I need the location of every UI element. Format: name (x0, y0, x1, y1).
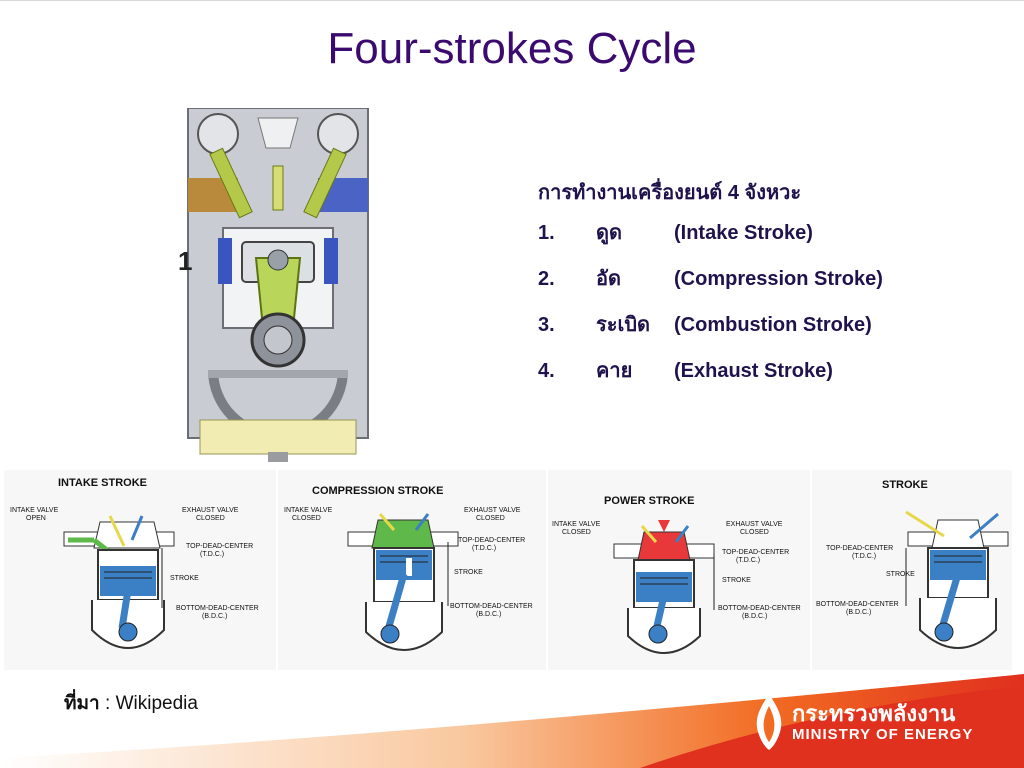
ministry-english-name: MINISTRY OF ENERGY (792, 726, 974, 743)
item-number: 1. (538, 222, 555, 244)
engine-step-number: 1 (178, 246, 193, 276)
stroke-label: STROKE (170, 575, 199, 582)
ministry-thai-name: กระทรวงพลังงาน (792, 701, 956, 726)
tdc-label: TOP-DEAD-CENTER (186, 543, 253, 550)
item-english: (Exhaust Stroke) (674, 360, 833, 382)
power-stroke-panel: POWER STROKE INTAKE VALVE CLOSED EXHAUST… (548, 470, 810, 670)
panel-title: STROKE (882, 479, 928, 491)
bdc-label: BOTTOM-DEAD-CENTER (718, 605, 801, 612)
tdc-abbrev: (T.D.C.) (852, 553, 876, 560)
item-english: (Compression Stroke) (674, 268, 883, 290)
left-valve-state: CLOSED (292, 515, 321, 522)
left-valve-label: INTAKE VALVE (552, 521, 601, 528)
left-valve-state: CLOSED (562, 529, 591, 536)
bdc-abbrev: (B.D.C.) (476, 611, 501, 618)
item-thai: อัด (596, 268, 621, 290)
bdc-abbrev: (B.D.C.) (742, 613, 767, 620)
flame-logo-icon (756, 694, 782, 750)
intake-stroke-panel: INTAKE STROKE INTAKE VALVE OPEN EXHAUST … (4, 470, 276, 670)
stroke-list-item: 1. ดูด (Intake Stroke) (538, 210, 998, 256)
bdc-abbrev: (B.D.C.) (202, 613, 227, 620)
slide-title: Four-strokes Cycle (327, 24, 697, 73)
stroke-list-item: 2. อัด (Compression Stroke) (538, 256, 998, 302)
item-english: (Combustion Stroke) (674, 314, 872, 336)
source-credit: ที่มา : Wikipedia (64, 688, 198, 718)
item-number: 2. (538, 268, 555, 290)
item-thai: ดูด (596, 222, 622, 244)
item-number: 4. (538, 360, 555, 382)
item-thai: คาย (596, 360, 633, 382)
source-label: ที่มา (64, 693, 100, 714)
panel-title: INTAKE STROKE (58, 477, 147, 489)
tdc-label: TOP-DEAD-CENTER (826, 545, 893, 552)
stroke-list-heading: การทำงานเครื่องยนต์ 4 จังหวะ (538, 182, 802, 204)
stroke-label: STROKE (454, 569, 483, 576)
right-valve-label: EXHAUST VALVE (464, 507, 521, 514)
source-separator: : (105, 693, 111, 714)
tdc-abbrev: (T.D.C.) (472, 545, 496, 552)
compression-stroke-panel: COMPRESSION STROKE INTAKE VALVE CLOSED E… (278, 470, 546, 670)
right-valve-label: EXHAUST VALVE (726, 521, 783, 528)
engine-cutaway-illustration (187, 108, 369, 462)
stroke-list: การทำงานเครื่องยนต์ 4 จังหวะ 1. ดูด (Intak… (538, 176, 998, 394)
right-valve-state: CLOSED (476, 515, 505, 522)
item-number: 3. (538, 314, 555, 336)
tdc-abbrev: (T.D.C.) (736, 557, 760, 564)
right-valve-state: CLOSED (740, 529, 769, 536)
bdc-label: BOTTOM-DEAD-CENTER (176, 605, 259, 612)
left-valve-label: INTAKE VALVE (10, 507, 59, 514)
panel-title: POWER STROKE (604, 495, 694, 507)
ministry-logo: กระทรวงพลังงาน MINISTRY OF ENERGY (752, 690, 1012, 754)
stroke-label: STROKE (722, 577, 751, 584)
stroke-list-item: 3. ระเบิด (Combustion Stroke) (538, 302, 998, 348)
panel-title: COMPRESSION STROKE (312, 485, 443, 497)
top-rule (0, 0, 1024, 1)
left-valve-state: OPEN (26, 515, 46, 522)
tdc-label: TOP-DEAD-CENTER (458, 537, 525, 544)
left-valve-label: INTAKE VALVE (284, 507, 333, 514)
stroke-list-item: 4. คาย (Exhaust Stroke) (538, 348, 998, 394)
exhaust-stroke-panel: STROKE TOP-DEAD-CENTER (T.D.C.) STROKE B… (812, 470, 1012, 670)
right-valve-label: EXHAUST VALVE (182, 507, 239, 514)
bdc-abbrev: (B.D.C.) (846, 609, 871, 616)
bdc-label: BOTTOM-DEAD-CENTER (816, 601, 899, 608)
bdc-label: BOTTOM-DEAD-CENTER (450, 603, 533, 610)
stroke-label: STROKE (886, 571, 915, 578)
right-valve-state: CLOSED (196, 515, 225, 522)
tdc-label: TOP-DEAD-CENTER (722, 549, 789, 556)
item-english: (Intake Stroke) (674, 222, 813, 244)
source-value: Wikipedia (115, 693, 198, 714)
tdc-abbrev: (T.D.C.) (200, 551, 224, 558)
item-thai: ระเบิด (596, 314, 651, 336)
